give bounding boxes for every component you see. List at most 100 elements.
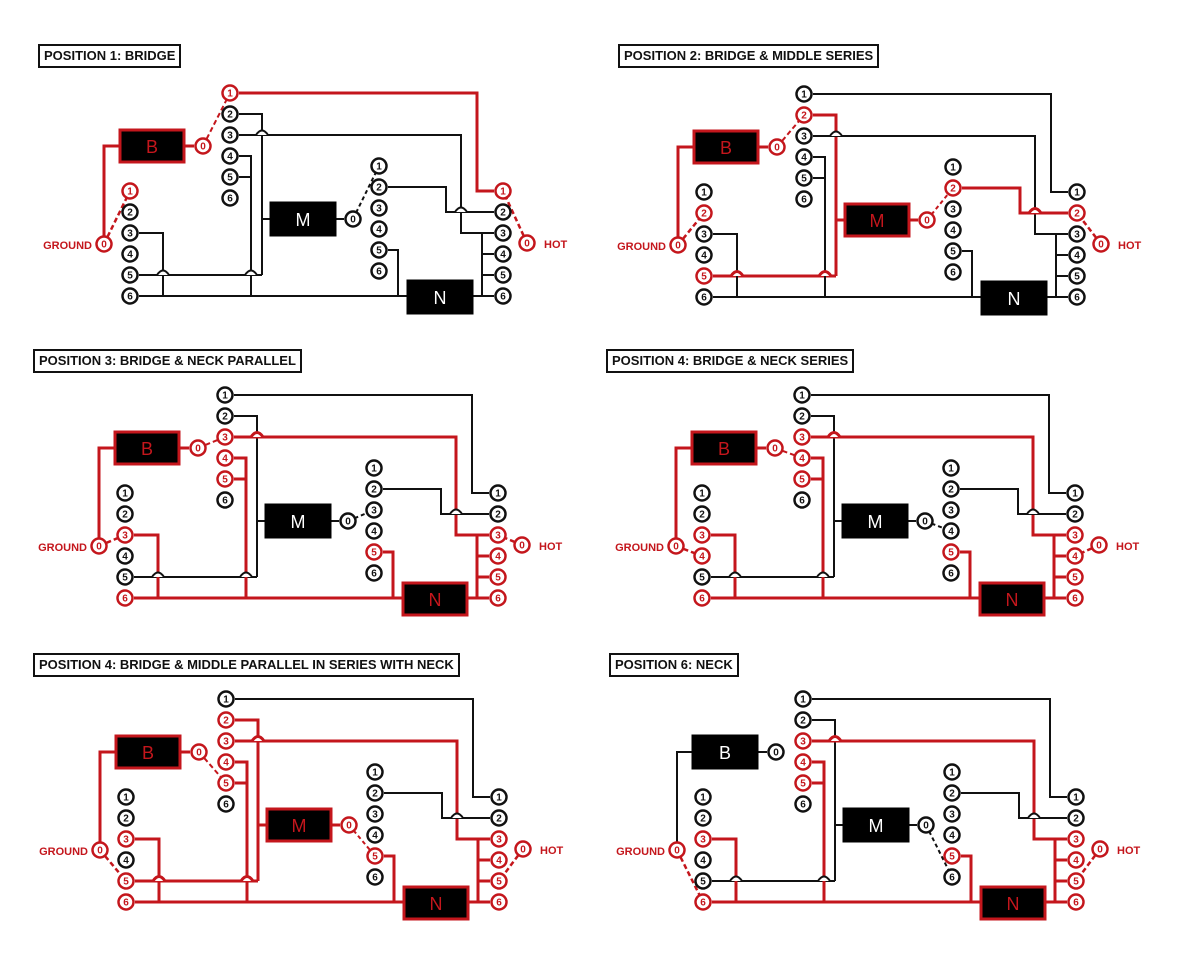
middle-switch-terminal-2: 2 xyxy=(370,178,388,196)
svg-text:6: 6 xyxy=(495,594,501,605)
wire-ground3-bus xyxy=(713,233,738,297)
ground-switch-terminal-5: 5 xyxy=(116,568,134,586)
ground-wiper xyxy=(102,190,132,245)
pickup-neck: N xyxy=(402,885,470,921)
svg-text:3: 3 xyxy=(1072,531,1078,542)
middle-switch-terminal-3: 3 xyxy=(366,805,384,823)
svg-text:0: 0 xyxy=(96,542,102,553)
pickup-neck: N xyxy=(979,885,1047,921)
middle-switch-terminal-4: 4 xyxy=(370,220,388,238)
switch-a-terminal-5: 5 xyxy=(216,470,234,488)
middle-switch-terminal-2: 2 xyxy=(943,784,961,802)
hot-switch-terminal-2: 2 xyxy=(1066,505,1084,523)
wire-mid5-bus xyxy=(384,854,396,902)
svg-text:3: 3 xyxy=(495,531,501,542)
crossing-hop xyxy=(239,571,253,578)
hot-switch-terminal-1: 1 xyxy=(494,182,512,200)
svg-text:5: 5 xyxy=(496,877,502,888)
svg-text:0: 0 xyxy=(675,241,681,252)
wire-top4-bus xyxy=(239,155,252,296)
middle-switch-terminal-6: 6 xyxy=(943,868,961,886)
svg-text:1: 1 xyxy=(371,464,377,475)
ground-switch-terminal-5: 5 xyxy=(693,568,711,586)
svg-text:0: 0 xyxy=(196,748,202,759)
wire-bridge-ground xyxy=(102,144,119,236)
svg-text:2: 2 xyxy=(1072,510,1078,521)
switch-a-terminal-3: 3 xyxy=(216,428,234,446)
pickup-neck-body xyxy=(401,581,469,617)
pickup-neck-body xyxy=(979,885,1047,921)
hot-switch-terminal-4: 4 xyxy=(490,851,508,869)
hot-switch-terminal-5: 5 xyxy=(490,872,508,890)
wire-bridge-ground xyxy=(676,145,693,237)
svg-text:6: 6 xyxy=(1072,594,1078,605)
svg-text:5: 5 xyxy=(227,173,233,184)
svg-text:0: 0 xyxy=(1098,240,1104,251)
hot-label: HOT xyxy=(540,845,564,857)
svg-text:3: 3 xyxy=(800,737,806,748)
svg-text:2: 2 xyxy=(799,412,805,423)
crossing-hop xyxy=(817,270,833,277)
pickup-middle-label: M xyxy=(869,816,884,836)
svg-text:4: 4 xyxy=(500,250,506,261)
middle-switch-terminal-1: 1 xyxy=(370,157,388,175)
ground-switch-terminal-4: 4 xyxy=(121,245,139,263)
svg-text:0: 0 xyxy=(345,517,351,528)
bridge-common-terminal: 0 xyxy=(767,743,785,761)
wire-top1-hot1 xyxy=(811,394,1066,494)
svg-text:6: 6 xyxy=(496,898,502,909)
pickup-middle-label: M xyxy=(291,512,306,532)
svg-text:3: 3 xyxy=(123,835,129,846)
crossing-hop xyxy=(729,270,745,277)
hot-switch-terminal-4: 4 xyxy=(494,245,512,263)
switch-a-terminal-1: 1 xyxy=(221,84,239,102)
ground-switch-terminal-6: 6 xyxy=(116,589,134,607)
svg-text:2: 2 xyxy=(222,412,228,423)
middle-common-terminal: 0 xyxy=(918,211,936,229)
middle-switch-terminal-1: 1 xyxy=(942,459,960,477)
ground-switch-terminal-1: 1 xyxy=(121,182,139,200)
svg-text:2: 2 xyxy=(496,814,502,825)
wire-top1-hot1 xyxy=(812,698,1067,798)
crossing-hop xyxy=(450,812,464,819)
svg-text:4: 4 xyxy=(123,856,129,867)
hot-label: HOT xyxy=(539,541,563,553)
hot-common-terminal: 0 xyxy=(1090,536,1108,554)
crossing-hop xyxy=(729,875,743,882)
svg-text:4: 4 xyxy=(122,552,128,563)
switch-a-terminal-4: 4 xyxy=(216,449,234,467)
svg-text:3: 3 xyxy=(1074,230,1080,241)
ground-switch-terminal-3: 3 xyxy=(116,526,134,544)
svg-text:3: 3 xyxy=(376,204,382,215)
pickup-neck-label: N xyxy=(1007,894,1020,914)
hot-switch-terminal-2: 2 xyxy=(1068,204,1086,222)
svg-text:6: 6 xyxy=(801,195,807,206)
svg-text:3: 3 xyxy=(371,506,377,517)
svg-text:1: 1 xyxy=(1072,489,1078,500)
hot-switch-terminal-1: 1 xyxy=(1067,788,1085,806)
wires xyxy=(98,698,524,904)
middle-common-terminal: 0 xyxy=(340,816,358,834)
middle-switch-terminal-3: 3 xyxy=(365,501,383,519)
middle-switch-terminal-5: 5 xyxy=(943,847,961,865)
svg-text:0: 0 xyxy=(922,517,928,528)
switch-a-terminal-3: 3 xyxy=(795,127,813,145)
svg-text:0: 0 xyxy=(1096,541,1102,552)
crossing-hop xyxy=(728,571,742,578)
hot-switch-terminal-1: 1 xyxy=(490,788,508,806)
pickup-middle: M xyxy=(264,503,332,539)
wire-top1-hot1 xyxy=(813,93,1068,193)
ground-common-terminal: 0 xyxy=(91,841,109,859)
svg-text:5: 5 xyxy=(500,271,506,282)
ground-switch-terminal-3: 3 xyxy=(117,830,135,848)
switch-a-terminal-2: 2 xyxy=(221,105,239,123)
pickup-neck: N xyxy=(980,280,1048,316)
pickup-middle: M xyxy=(843,202,911,238)
svg-text:3: 3 xyxy=(500,229,506,240)
middle-switch-terminal-6: 6 xyxy=(366,868,384,886)
wire-mid2-hot2 xyxy=(384,792,490,819)
ground-label: GROUND xyxy=(616,846,665,858)
crossing-hop xyxy=(1027,207,1043,214)
pickup-middle-label: M xyxy=(292,816,307,836)
svg-text:0: 0 xyxy=(772,444,778,455)
